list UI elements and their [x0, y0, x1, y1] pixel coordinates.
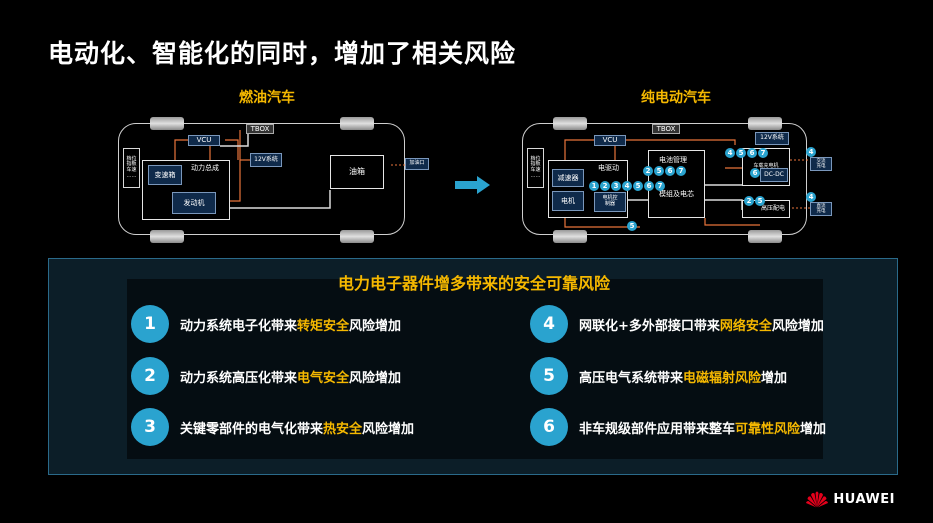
- risk-text: 高压电气系统带来电磁辐射风险增加: [579, 370, 788, 386]
- wheel: [553, 117, 587, 130]
- wheel: [748, 117, 782, 130]
- risk-badge: 4: [806, 192, 816, 202]
- risk-badge: 5: [627, 221, 637, 231]
- ev-car-label: 纯电动汽车: [641, 90, 711, 106]
- dcdc-box: DC-DC: [760, 168, 788, 182]
- risk-number: 2: [131, 357, 169, 395]
- risk-badge: 1: [589, 181, 599, 191]
- risk-text: 网联化+多外部接口带来网络安全风险增加: [579, 318, 824, 334]
- panel-backdrop: [127, 279, 823, 459]
- risk-item: 3 关键零部件的电气化带来热安全风险增加: [131, 408, 414, 446]
- risk-text: 非车规级部件应用带来整车可靠性风险增加: [579, 421, 827, 437]
- risk-badge: 6: [750, 168, 760, 178]
- vcu-box: VCU: [188, 135, 220, 146]
- reducer-box: 减速器: [552, 169, 584, 187]
- brand-name: HUAWEI: [833, 491, 895, 507]
- risk-badge: 6: [665, 166, 675, 176]
- dc-charge-box: 直流 充电: [810, 202, 832, 216]
- cells-label: 模组及电芯: [659, 189, 694, 198]
- risk-badge: 7: [758, 148, 768, 158]
- risk-badge: 2: [600, 181, 610, 191]
- fuel-car-label: 燃油汽车: [239, 90, 295, 106]
- risk-badge: 6: [747, 148, 757, 158]
- risk-panel: 电力电子器件增多带来的安全可靠风险 1 动力系统电子化带来转矩安全风险增加 2 …: [48, 258, 898, 475]
- car-outline: [522, 123, 807, 235]
- risk-badge: 4: [806, 147, 816, 157]
- risk-number: 1: [131, 305, 169, 343]
- car-outline: [118, 123, 405, 235]
- wheel: [150, 117, 184, 130]
- bms-label: 电池管理: [659, 156, 687, 164]
- battery-12v-box: 12V系统: [755, 132, 789, 145]
- risk-text: 关键零部件的电气化带来热安全风险增加: [180, 421, 415, 437]
- page-title: 电动化、智能化的同时，增加了相关风险: [48, 39, 517, 68]
- side-panel: 档位 指板 车速 ……: [123, 148, 140, 188]
- motor-controller-box: 电机控 制器: [594, 192, 626, 212]
- panel-title: 电力电子器件增多带来的安全可靠风险: [337, 274, 610, 293]
- huawei-flower-icon: [806, 491, 829, 508]
- risk-badge: 5: [633, 181, 643, 191]
- risk-item: 2 动力系统高压化带来电气安全风险增加: [131, 357, 401, 395]
- risk-badge: 7: [676, 166, 686, 176]
- risk-badge: 7: [655, 181, 665, 191]
- risk-number: 3: [131, 408, 169, 446]
- brand-logo: HUAWEI: [806, 490, 895, 508]
- risk-badge: 5: [755, 196, 765, 206]
- refuel-port-box: 加油口: [405, 158, 429, 170]
- side-panel: 档位 指板 车速 ……: [527, 148, 544, 188]
- risk-number: 5: [530, 357, 568, 395]
- obc-label: 车载充电机: [753, 163, 779, 170]
- risk-badge: 6: [644, 181, 654, 191]
- ev-car-wiring: [564, 139, 810, 228]
- vcu-box: VCU: [594, 135, 626, 146]
- engine-box: 发动机: [172, 192, 216, 214]
- hv-distribution-box: 高压配电: [742, 200, 790, 218]
- risk-text: 动力系统高压化带来电气安全风险增加: [180, 370, 402, 386]
- motor-box: 电机: [552, 191, 584, 211]
- fuel-tank-box: 油箱: [330, 155, 384, 189]
- wheel: [150, 230, 184, 243]
- risk-item: 4 网联化+多外部接口带来网络安全风险增加: [530, 305, 824, 343]
- risk-badge: 4: [622, 181, 632, 191]
- risk-badge: 4: [725, 148, 735, 158]
- risk-item: 1 动力系统电子化带来转矩安全风险增加: [131, 305, 401, 343]
- risk-number: 4: [530, 305, 568, 343]
- wheel: [340, 230, 374, 243]
- risk-badge: 3: [611, 181, 621, 191]
- risk-item: 5 高压电气系统带来电磁辐射风险增加: [530, 357, 787, 395]
- tbox-box: TBOX: [652, 124, 680, 134]
- risk-badge: 2: [744, 196, 754, 206]
- wheel: [748, 230, 782, 243]
- transition-arrow-icon: [455, 176, 490, 194]
- ac-charge-box: 交流 充电: [810, 157, 832, 171]
- wheel: [553, 230, 587, 243]
- risk-badge: 5: [654, 166, 664, 176]
- risk-badge: 5: [736, 148, 746, 158]
- risk-text: 动力系统电子化带来转矩安全风险增加: [180, 318, 402, 334]
- wheel: [340, 117, 374, 130]
- battery-12v-box: 12V系统: [250, 153, 282, 167]
- tbox-box: TBOX: [246, 124, 274, 134]
- fuel-car-wiring: [174, 130, 405, 209]
- gearbox-box: 变速箱: [148, 165, 182, 185]
- risk-badge: 2: [643, 166, 653, 176]
- risk-number: 6: [530, 408, 568, 446]
- risk-item: 6 非车规级部件应用带来整车可靠性风险增加: [530, 408, 826, 446]
